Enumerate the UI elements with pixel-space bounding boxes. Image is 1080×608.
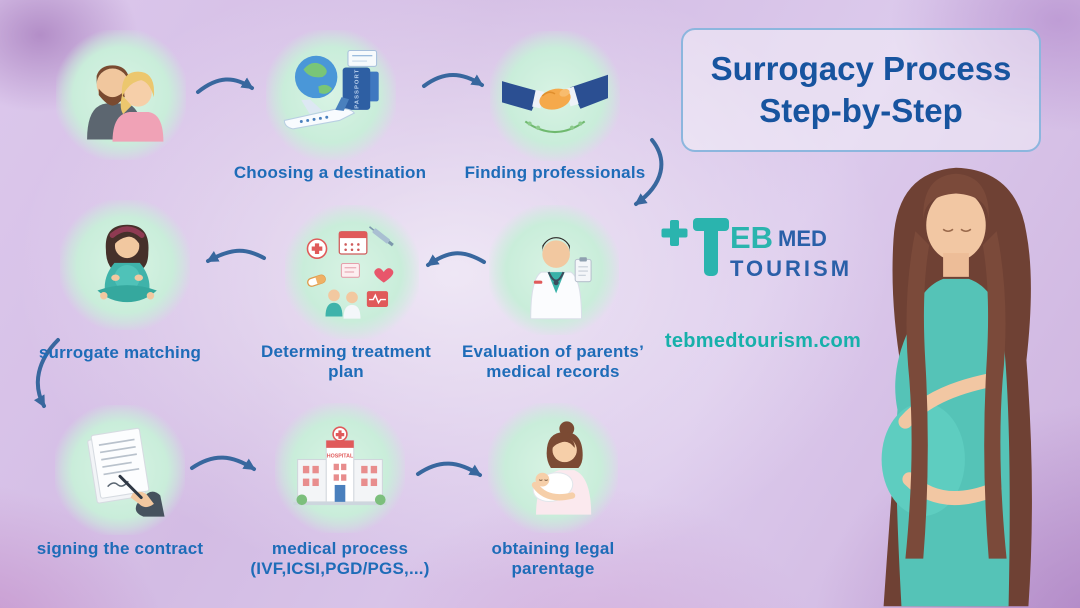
hospital-illustration: HOSPITAL (293, 426, 387, 506)
label-line: Choosing a destination (233, 163, 427, 182)
step-surrogate-matching (60, 200, 190, 330)
logo-graphic: EB MED TOURISM (661, 218, 852, 281)
label-surrogate-matching: surrogate matching (15, 343, 225, 363)
medical-icons-illustration (306, 226, 394, 319)
arrow-evaluation-to-treatment (426, 251, 486, 267)
page-title-line2: Step-by-Step (759, 92, 963, 129)
label-determining-treatment-plan: Determing treatment plan (240, 342, 452, 382)
website-url: tebmedtourism.com (664, 330, 862, 352)
label-line: Evaluation of parents’ (462, 342, 644, 361)
mother-baby-illustration (531, 421, 592, 515)
couple-illustration (87, 65, 164, 142)
label-line: obtaining legal (491, 539, 615, 558)
label-line: plan (328, 362, 364, 381)
label-line: signing the contract (36, 539, 204, 558)
label-choosing-destination: Choosing a destination (210, 163, 450, 183)
pregnant-woman-sitting-illustration (97, 224, 157, 303)
arrow-contract-to-medical (190, 455, 256, 471)
step-finding-professionals (490, 31, 620, 161)
label-finding-professionals: Finding professionals (445, 163, 665, 183)
step-evaluation-medical-records (489, 205, 619, 335)
pregnant-woman-illustration (881, 167, 1032, 607)
label-line: (IVF,ICSI,PGD/PGS,...) (250, 559, 430, 578)
doctor-illustration (530, 237, 592, 320)
arrow-destination-to-professionals (422, 73, 484, 88)
label-line: medical process (271, 539, 409, 558)
logo-eb-text: EB (730, 220, 773, 255)
logo-plus-icon (661, 220, 688, 246)
arrow-treatment-to-matching (206, 248, 266, 263)
label-medical-process: medical process (IVF,ICSI,PGD/PGS,...) (232, 539, 448, 579)
handshake-illustration (502, 74, 608, 134)
logo-t-icon (693, 218, 729, 276)
label-line: medical records (486, 362, 620, 381)
contract-signing-illustration (87, 427, 165, 517)
arrow-medical-to-parentage (416, 461, 482, 477)
label-line: parentage (511, 559, 595, 578)
arrow-parents-to-destination (196, 77, 254, 94)
step-choosing-destination: PASSPORT (266, 30, 396, 160)
label-obtaining-legal-parentage: obtaining legal parentage (448, 539, 658, 579)
logo-med-text: MED (778, 226, 827, 251)
label-signing-contract: signing the contract (15, 539, 225, 559)
label-evaluation-medical-records: Evaluation of parents’ medical records (440, 342, 666, 382)
globe-plane-passport-illustration: PASSPORT (283, 49, 379, 130)
label-line: surrogate matching (38, 343, 202, 362)
title-box: Surrogacy Process Step-by-Step (681, 28, 1041, 152)
label-line: Finding professionals (464, 163, 646, 182)
label-line: Determing treatment (260, 342, 432, 361)
step-signing-contract (55, 405, 185, 535)
step-determining-treatment-plan (285, 205, 419, 339)
logo-tourism-text: TOURISM (730, 256, 852, 281)
step-intended-parents (56, 30, 186, 160)
passport-text: PASSPORT (355, 69, 361, 109)
step-medical-process: HOSPITAL (275, 403, 405, 533)
hospital-sign-text: HOSPITAL (327, 453, 354, 459)
teb-med-tourism-logo: EB MED TOURISM (660, 206, 875, 311)
page-title-line1: Surrogacy Process (710, 50, 1012, 87)
step-obtaining-legal-parentage (488, 403, 618, 533)
